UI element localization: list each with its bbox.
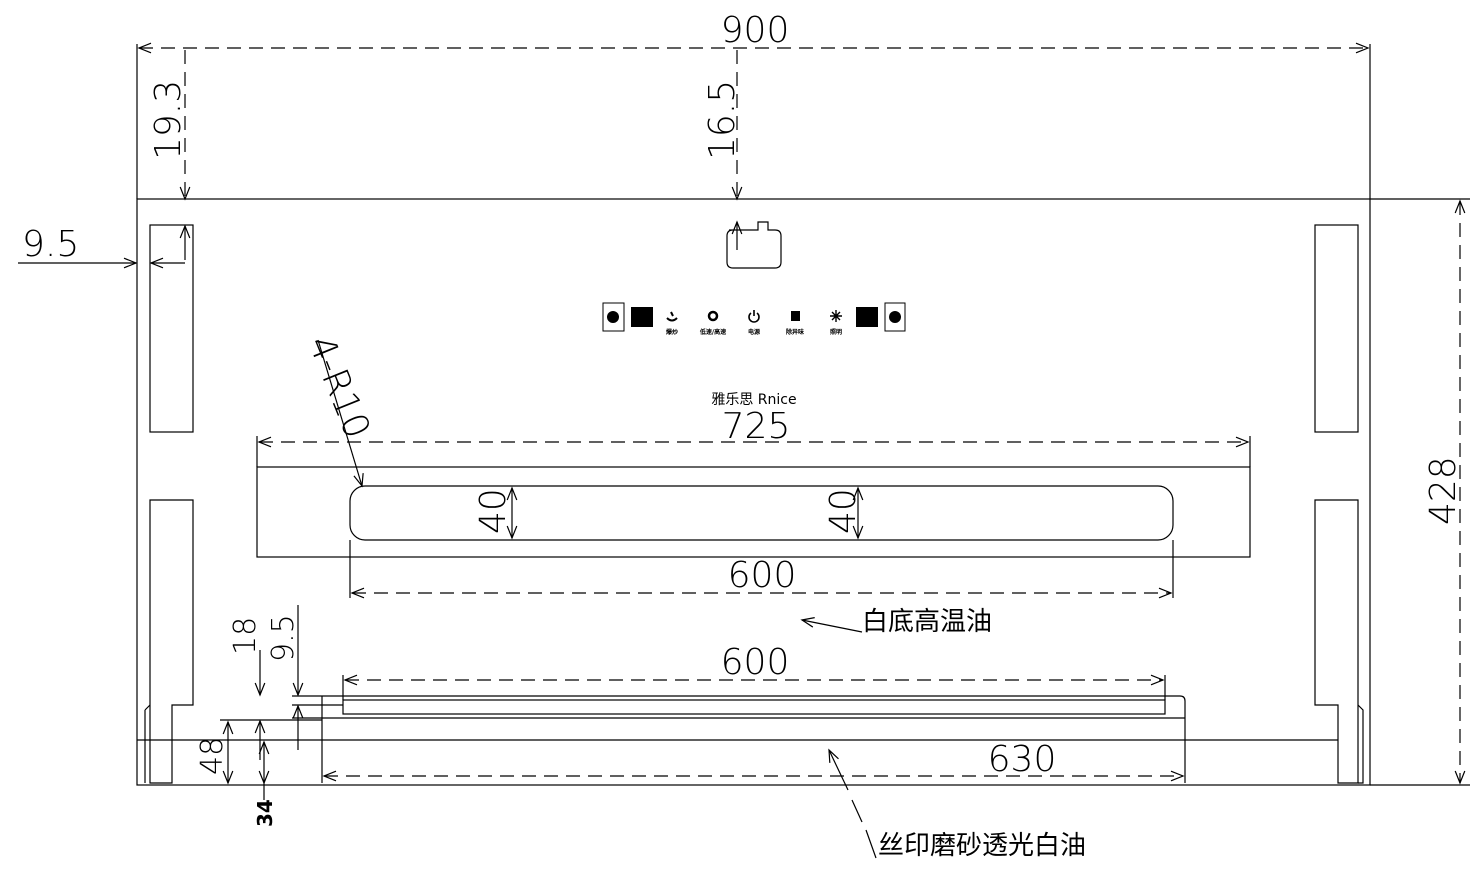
button-label: 电源 [748, 328, 760, 336]
left-lower-bracket [149, 499, 194, 784]
light-strip [342, 699, 1166, 715]
stir-fry-icon [666, 311, 678, 322]
dim-4-r10: 4-R10 [300, 330, 378, 444]
right-lower-bracket [1314, 499, 1359, 784]
dim-600-slot: 600 [728, 555, 797, 596]
power-icon [748, 310, 760, 323]
label-silkscreen-oil: 丝印磨砂透光白油 [878, 831, 1086, 861]
dim-9-5-left: 9.5 [22, 224, 79, 265]
label-white-base-oil: 白底高温油 [862, 607, 992, 637]
dim-40-left: 40 [473, 488, 514, 534]
dim-428: 428 [1423, 456, 1464, 525]
button-fan-speed[interactable]: 低速/高速 [699, 310, 726, 336]
panel-outline [136, 198, 1371, 786]
button-odor[interactable]: 除异味 [786, 311, 804, 336]
light-icon [830, 310, 842, 322]
brand-logo: 雅乐思 Rnice [711, 392, 796, 408]
display-left [631, 307, 653, 327]
glass-window [256, 466, 1251, 558]
right-upper-bracket [1314, 224, 1359, 433]
dim-40-right: 40 [823, 488, 864, 534]
dim-34: 34 [253, 799, 277, 827]
button-label: 照明 [830, 328, 842, 336]
dim-16-5: 16.5 [702, 80, 743, 160]
left-upper-bracket [149, 224, 194, 433]
display-right [856, 307, 878, 327]
dim-900: 900 [721, 10, 790, 51]
button-label: 爆炒 [666, 328, 678, 336]
dim-630: 630 [988, 739, 1057, 780]
button-label: 低速/高速 [699, 328, 726, 336]
odor-icon [791, 311, 800, 321]
fan-speed-icon [707, 310, 719, 322]
button-light[interactable]: 照明 [830, 310, 842, 336]
dim-9-5-strip: 9.5 [266, 614, 301, 662]
button-label: 除异味 [786, 328, 804, 336]
dim-48: 48 [195, 737, 230, 775]
button-power[interactable]: 电源 [748, 310, 760, 336]
slot [349, 485, 1174, 541]
button-stir-fry[interactable]: 爆炒 [666, 311, 678, 336]
dim-19-3: 19.3 [148, 80, 189, 160]
knob-icon [607, 311, 619, 323]
dim-725: 725 [722, 406, 791, 447]
dim-600-strip: 600 [721, 642, 790, 683]
handle-cutout [726, 221, 782, 269]
dim-18: 18 [228, 617, 263, 655]
control-panel: 爆炒 低速/高速 电源 除异味 照明 [602, 302, 906, 336]
knob-icon [889, 311, 901, 323]
